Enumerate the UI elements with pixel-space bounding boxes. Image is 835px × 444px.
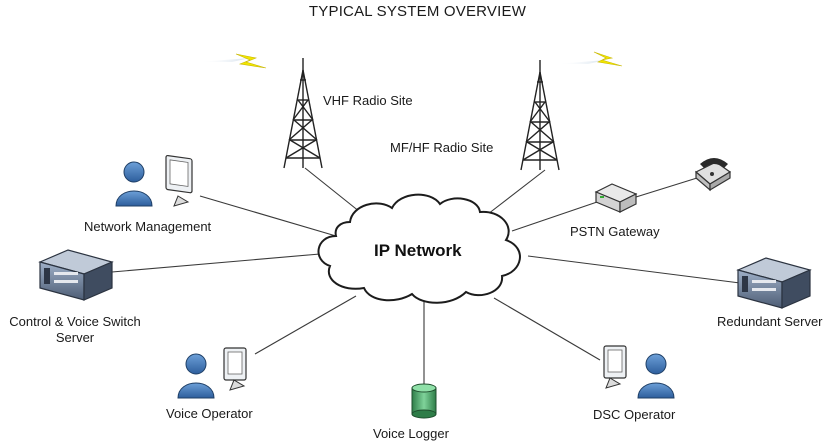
link-phone	[635, 177, 698, 198]
control-voice-switch-server-label: Control & Voice Switch Server	[0, 314, 150, 346]
user-workstation-icon	[603, 345, 675, 399]
redundant-server-label: Redundant Server	[717, 314, 823, 329]
cloud-icon	[317, 193, 521, 304]
database-cylinder-icon	[411, 383, 437, 419]
telephone-icon	[694, 158, 732, 192]
link-redundant	[527, 255, 741, 284]
vhf-radio-site-label: VHF Radio Site	[323, 93, 413, 108]
voice-operator-label: Voice Operator	[166, 406, 253, 421]
pstn-gateway-label: PSTN Gateway	[570, 224, 660, 239]
rack-server-icon	[736, 257, 812, 309]
mfhf-radio-site-label: MF/HF Radio Site	[390, 140, 494, 155]
lightning-bolt-icon	[556, 51, 638, 67]
user-workstation-icon	[115, 154, 193, 207]
radio-tower-icon	[283, 58, 323, 169]
connection-lines	[111, 167, 741, 384]
ip-network-label: IP Network	[374, 241, 462, 260]
link-netmgmt	[199, 195, 337, 237]
link-dsc	[493, 297, 601, 361]
lightning-bolt-icon	[198, 53, 280, 69]
user-workstation-icon	[177, 347, 247, 399]
link-mfhf	[487, 169, 546, 215]
control-server-label-line2: Server	[55, 330, 95, 345]
rack-server-icon	[38, 249, 114, 301]
diagram-title: TYPICAL SYSTEM OVERVIEW	[308, 3, 527, 20]
link-voiceop	[254, 295, 357, 355]
link-pstn	[511, 200, 601, 232]
control-server-label-line1: Control & Voice Switch	[9, 314, 141, 329]
link-ctrl	[111, 253, 321, 273]
dsc-operator-label: DSC Operator	[593, 407, 676, 422]
link-vhf	[304, 167, 361, 213]
gateway-router-icon	[594, 183, 638, 213]
radio-tower-icon	[520, 60, 560, 171]
voice-logger-label: Voice Logger	[373, 426, 449, 441]
network-management-label: Network Management	[84, 219, 212, 234]
